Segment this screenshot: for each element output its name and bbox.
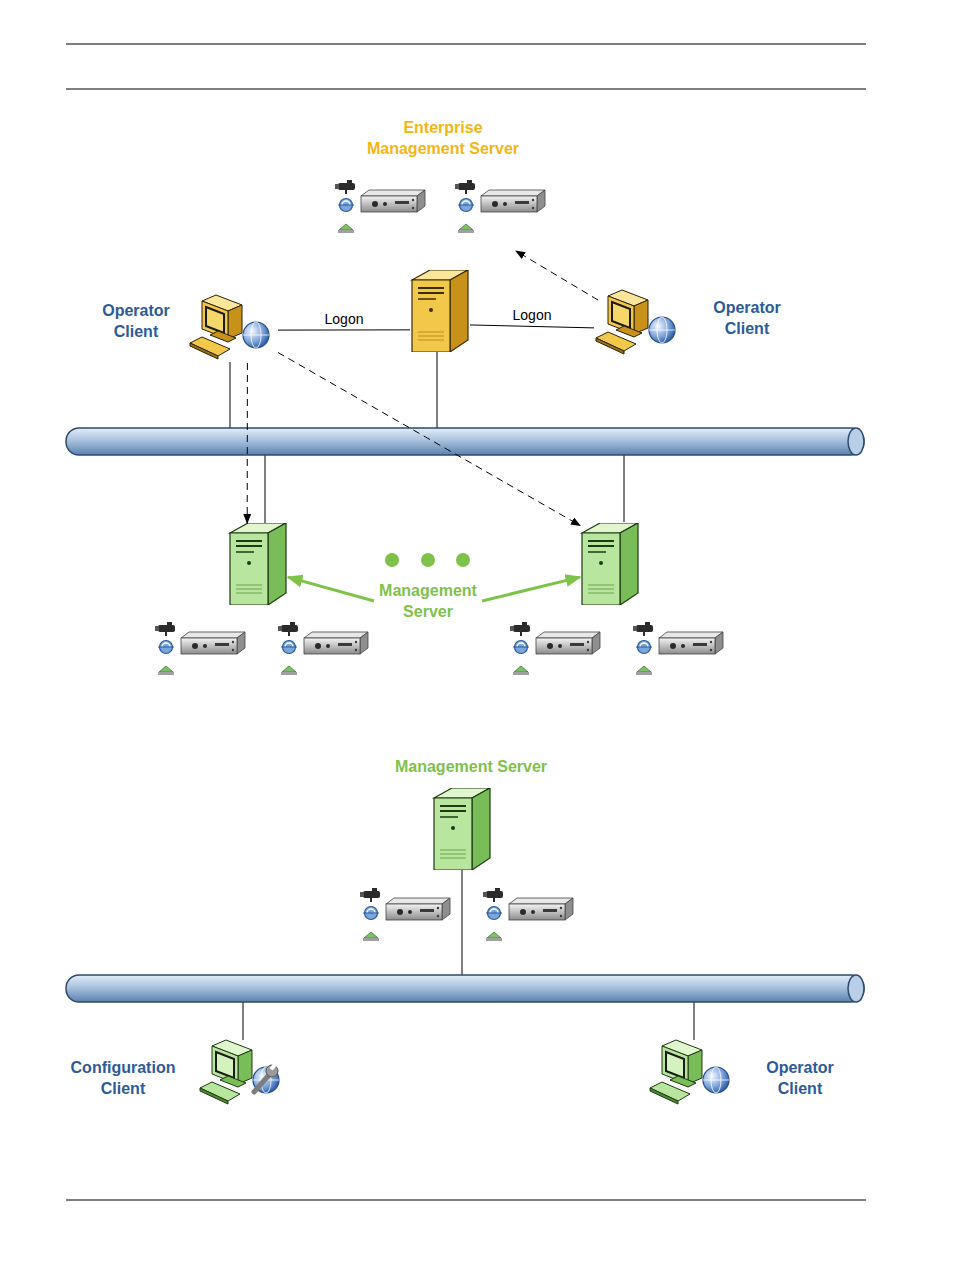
node-label: Operator Client <box>93 300 179 342</box>
node-icon <box>228 523 288 605</box>
client-node: Operator Client <box>594 288 684 358</box>
node-label: Operator Client <box>757 1057 843 1099</box>
network-pipe <box>66 428 864 455</box>
connector-line <box>470 325 594 328</box>
text-node: Management Server <box>374 580 482 622</box>
ellipsis-dot <box>456 553 470 567</box>
node-icon <box>432 788 492 870</box>
network-wire <box>462 870 463 975</box>
device-group <box>510 622 600 675</box>
server-node <box>228 523 288 605</box>
ellipsis-dot <box>385 553 399 567</box>
icon-shape <box>190 295 269 359</box>
node-icon <box>188 293 278 363</box>
client-node: Configuration Client <box>198 1038 288 1108</box>
node-label: Enterprise Management Server <box>358 117 528 159</box>
server-node: Management Server <box>432 788 492 870</box>
device-group <box>360 888 450 941</box>
device-group <box>455 180 545 233</box>
icon-shape <box>596 290 675 354</box>
dashed-arrow <box>516 251 598 300</box>
icon-shape <box>230 523 286 605</box>
network-wire <box>624 455 625 522</box>
green-arrow <box>288 577 374 601</box>
icon-shape <box>200 1040 279 1104</box>
node-icon <box>648 1038 738 1108</box>
device-group <box>278 622 368 675</box>
edge-label: Logon <box>309 311 379 327</box>
rule-line <box>66 1200 866 1201</box>
network-wire <box>265 455 266 524</box>
edge-label: Logon <box>497 307 567 323</box>
network-wire <box>243 1002 244 1040</box>
node-label: Operator Client <box>704 297 790 339</box>
device-group <box>633 622 723 675</box>
ellipsis-dot <box>421 553 435 567</box>
device-group <box>335 180 425 233</box>
server-node: Enterprise Management Server <box>410 270 470 352</box>
icon-shape <box>582 523 638 605</box>
node-icon <box>198 1038 288 1108</box>
node-label: Management Server <box>371 756 571 777</box>
client-node: Operator Client <box>648 1038 738 1108</box>
icon-shape <box>254 1063 278 1092</box>
client-node: Operator Client <box>188 293 278 363</box>
network-pipe <box>66 975 864 1002</box>
rule-line <box>66 89 866 90</box>
node-label: Management Server <box>374 580 482 622</box>
icon-shape <box>434 788 490 870</box>
dashed-arrow <box>278 353 580 526</box>
network-wire <box>694 1002 695 1040</box>
network-wire <box>437 352 438 428</box>
node-icon <box>594 288 684 358</box>
icon-shape <box>650 1040 729 1104</box>
node-label: Configuration Client <box>60 1057 186 1099</box>
network-wire <box>230 362 231 428</box>
device-group <box>483 888 573 941</box>
connector-line <box>278 329 410 330</box>
device-group <box>155 622 245 675</box>
node-icon <box>580 523 640 605</box>
node-icon <box>410 270 470 352</box>
icon-shape <box>412 270 468 352</box>
rule-line <box>66 44 866 45</box>
dashed-arrow <box>247 363 248 523</box>
green-arrow <box>482 577 580 601</box>
server-node <box>580 523 640 605</box>
